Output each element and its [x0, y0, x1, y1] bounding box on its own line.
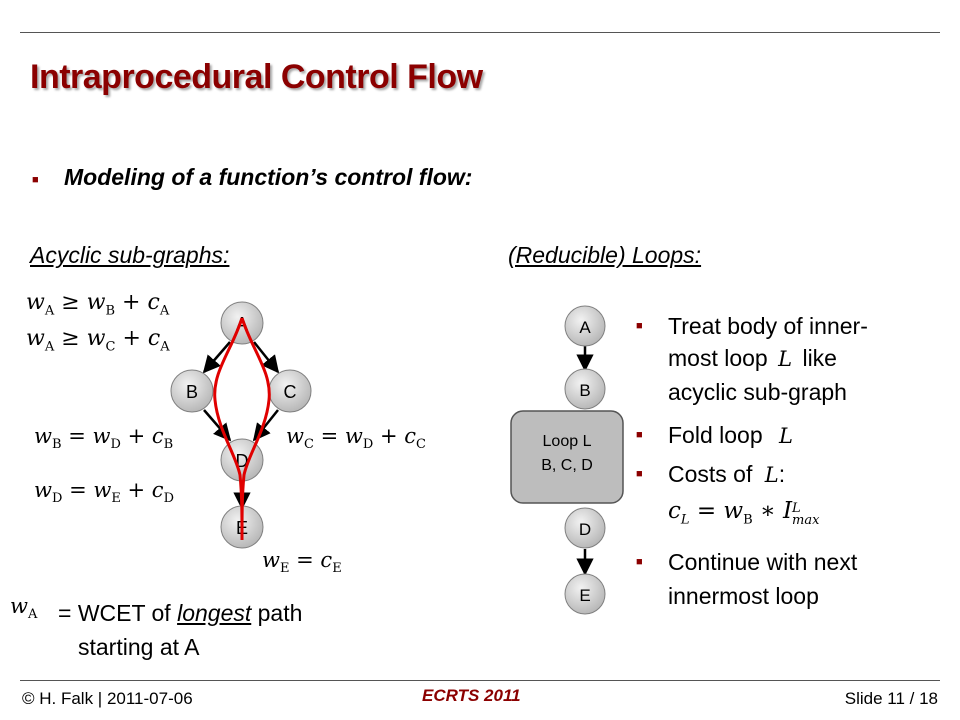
node-rd-label: D: [579, 520, 591, 539]
top-rule: [20, 32, 940, 33]
bullet-icon: ■: [636, 320, 643, 332]
bullet-icon: ■: [636, 468, 643, 480]
eq-wa-wc: wA ≥ wC + cA: [26, 326, 170, 355]
rb2-text: Fold loop: [668, 422, 763, 448]
rb4-line1: Continue with next: [668, 549, 858, 575]
def-symbol: wA: [10, 594, 38, 623]
loop-box-text: Loop L B, C, D: [511, 430, 623, 478]
loop-symbol-l: L: [778, 347, 793, 371]
loops-heading: (Reducible) Loops:: [508, 242, 702, 268]
bullet-icon: ■: [32, 174, 39, 186]
rb1-line1: Treat body of inner-: [668, 313, 868, 339]
footer-slide-number: Slide 11 / 18: [844, 689, 938, 708]
def-longest: longest: [177, 600, 252, 626]
rb1-line3: acyclic sub-graph: [668, 379, 847, 405]
loop-members: B, C, D: [541, 457, 593, 474]
rb3-colon: :: [778, 461, 786, 487]
node-rb-label: B: [579, 381, 590, 400]
node-b-label: B: [186, 382, 198, 402]
loop-symbol-l: L: [779, 424, 793, 448]
def-prefix: = WCET of: [58, 600, 171, 626]
node-ra: [564, 305, 606, 347]
longest-path-right: [240, 317, 271, 541]
node-rb: [564, 368, 606, 410]
loop-box: [510, 410, 624, 504]
rb3: Costs of L:: [668, 459, 785, 490]
def-line2: starting at A: [78, 634, 200, 660]
eq-wa-wb: wA ≥ wB + cA: [26, 290, 170, 319]
footer-author-date: © H. Falk | 2011-07-06: [22, 689, 193, 708]
loop-symbol-l: L: [764, 463, 779, 487]
bullet-icon: ■: [636, 556, 643, 568]
node-rd: [564, 507, 606, 549]
def-line1: = WCET of longest path: [58, 598, 302, 628]
eq-we: wE = cE: [262, 548, 342, 577]
node-c-label: C: [284, 382, 297, 402]
bullet-icon: ■: [636, 429, 643, 441]
loop-label: Loop L: [542, 433, 592, 450]
def-path: path: [257, 600, 303, 626]
node-re-label: E: [579, 586, 590, 605]
rb1-line2: most loop L like: [668, 343, 837, 374]
edge-a-b: [202, 341, 231, 374]
eq-wb: wB = wD + cB: [34, 424, 174, 453]
edge-a-c: [253, 341, 280, 374]
main-bullet-text: Modeling of a function’s control flow:: [64, 164, 473, 190]
eq-wd: wD = wE + cD: [34, 478, 174, 507]
acyclic-heading: Acyclic sub-graphs:: [30, 242, 230, 268]
eq-wc: wC = wD + cC: [286, 424, 426, 453]
rb2: Fold loop L: [668, 420, 793, 451]
rb1-line2b: like: [802, 345, 837, 371]
rb4-line2: innermost loop: [668, 583, 819, 609]
node-a: [220, 301, 264, 345]
footer-conference: ECRTS 2011: [422, 686, 521, 705]
node-re: [564, 573, 606, 615]
slide-title: Intraprocedural Control Flow: [30, 58, 483, 96]
bottom-rule: [20, 680, 940, 681]
node-b: [170, 369, 214, 413]
rb3-text: Costs of: [668, 461, 753, 487]
rb1-line2a: most loop: [668, 345, 768, 371]
node-ra-label: A: [579, 318, 591, 337]
